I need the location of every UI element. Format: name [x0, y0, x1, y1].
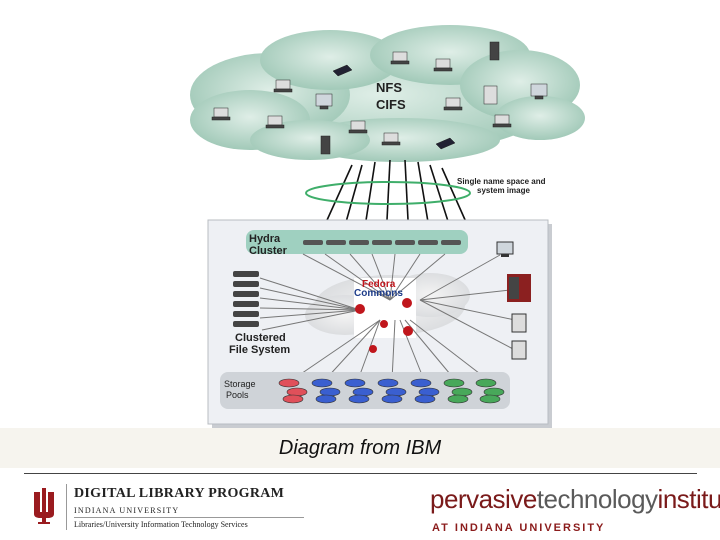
pti-wordmark: pervasivetechnologyinstitute	[430, 484, 720, 515]
hydra-label: Hydra	[249, 233, 281, 245]
client-workstations	[211, 41, 548, 155]
fedora-label: Fedora	[362, 279, 396, 290]
fanout-lines	[259, 253, 516, 381]
pti-word-2: technology	[536, 484, 658, 514]
fedora-nodes	[355, 298, 413, 353]
client-network-cloud	[190, 25, 585, 162]
disk-group-blue-4	[410, 378, 440, 404]
disk-group-blue-3	[377, 378, 407, 404]
disk-group-blue-1	[311, 378, 341, 404]
laptop-icon	[348, 120, 368, 134]
laptop-icon	[332, 64, 353, 77]
server-tower-icon	[483, 85, 498, 105]
clustered-label: Clustered	[235, 332, 286, 344]
laptop-icon	[390, 51, 410, 65]
namespace-ring	[305, 181, 471, 205]
server-tower-icon	[511, 340, 527, 360]
storage-label: Storage	[224, 379, 256, 389]
laptop-icon	[433, 58, 453, 72]
caption-band	[0, 428, 720, 468]
disk-group-blue-2	[344, 378, 374, 404]
pti-word-1: pervasive	[430, 484, 537, 514]
laptop-icon	[435, 137, 456, 150]
dlp-university: INDIANA UNIVERSITY	[74, 506, 180, 515]
cloud-label-nfs: NFS	[376, 80, 402, 95]
right-devices	[496, 241, 531, 360]
pti-word-3: institute	[657, 484, 720, 514]
server-tower-icon	[320, 135, 331, 155]
namespace-label-line1: Single name space and	[457, 177, 546, 186]
cluster-label: Cluster	[249, 245, 288, 257]
monitor-icon	[315, 93, 333, 110]
monitor-icon	[496, 241, 514, 257]
server-tower-icon	[489, 41, 500, 61]
disk-group-green-2	[475, 378, 505, 404]
namespace-label-line2: system image	[477, 186, 530, 195]
laptop-icon	[492, 114, 512, 128]
footer-rule	[24, 473, 697, 474]
cluster-nodes	[303, 240, 461, 245]
pools-label: Pools	[226, 390, 249, 400]
laptop-icon	[265, 115, 285, 129]
logo-separator	[66, 484, 67, 530]
commons-label: Commons	[354, 288, 403, 299]
disk-group-green-1	[443, 378, 473, 404]
cloud-label-cifs: CIFS	[376, 97, 406, 112]
iu-trident-icon	[34, 488, 54, 524]
pti-subtitle: AT INDIANA UNIVERSITY	[432, 522, 606, 534]
laptop-icon	[273, 79, 293, 93]
dlp-department: Libraries/University Information Technol…	[74, 520, 248, 529]
dlp-divider	[74, 517, 304, 518]
diagram-caption: Diagram from IBM	[278, 437, 442, 459]
laptop-icon	[211, 107, 231, 121]
disk-group-red	[278, 378, 308, 404]
laptop-icon	[381, 132, 401, 146]
storage-disks	[278, 378, 505, 404]
dlp-title: DIGITAL LIBRARY PROGRAM	[74, 486, 285, 501]
monitor-icon	[530, 83, 548, 100]
file-system-drives	[233, 271, 259, 327]
digital-library-program-logo: DIGITAL LIBRARY PROGRAM INDIANA UNIVERSI…	[26, 482, 311, 534]
pervasive-technology-institute-logo: pervasivetechnologyinstitute AT INDIANA …	[422, 482, 720, 537]
file-system-label: File System	[229, 344, 290, 356]
ibm-architecture-diagram: NFS CIFS Single name space and system im…	[190, 25, 585, 428]
server-rack-icon	[507, 274, 531, 302]
server-tower-icon	[511, 313, 527, 333]
laptop-icon	[443, 97, 463, 111]
